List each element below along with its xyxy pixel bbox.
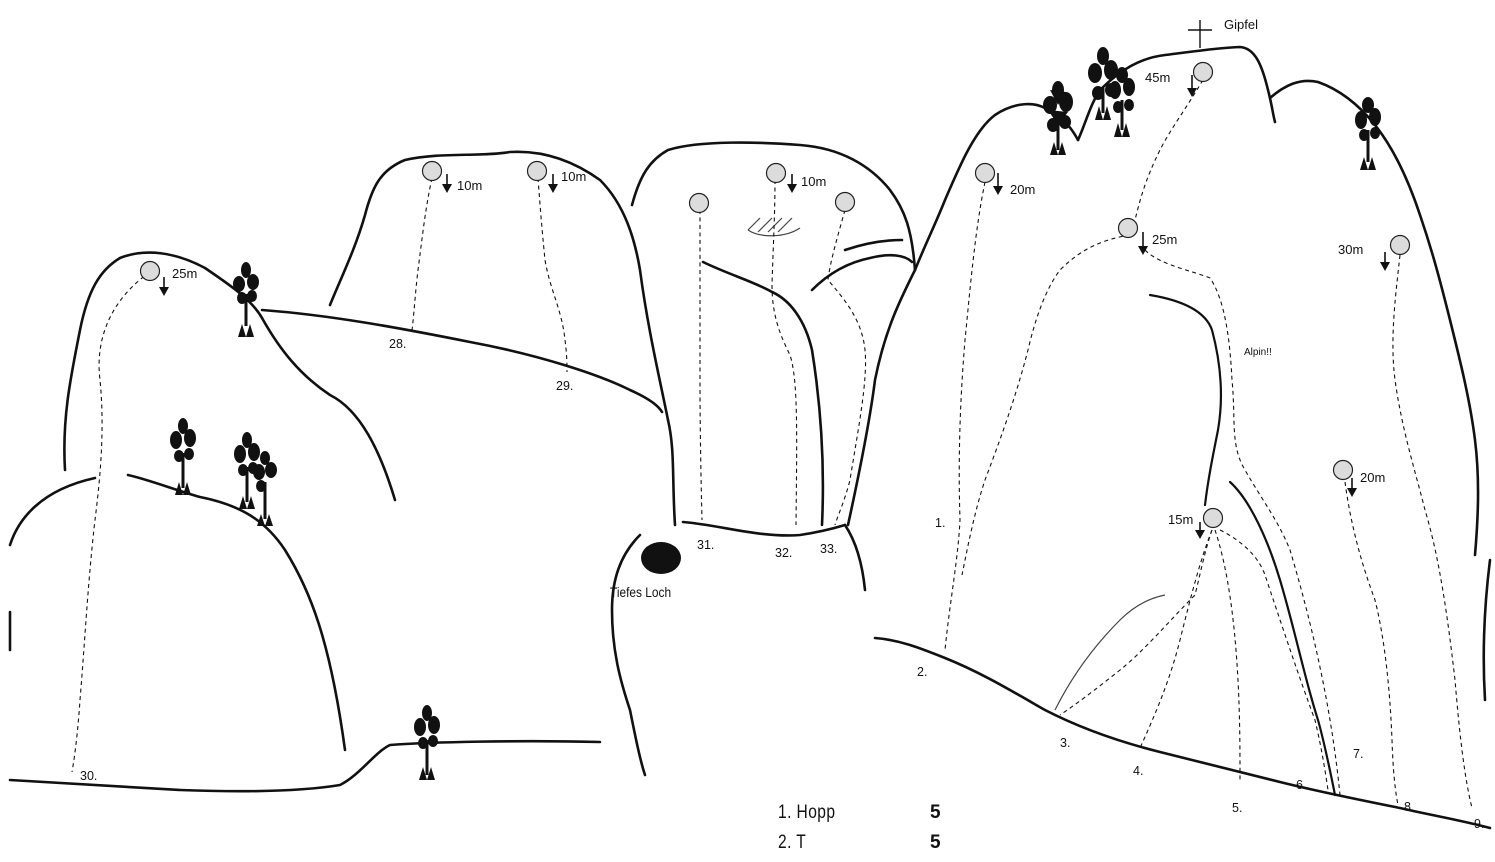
anchor-length-label: 30m [1338, 242, 1363, 257]
anchor-length-label: 10m [561, 169, 586, 184]
center-pillar-outline [610, 141, 917, 777]
legend-route-grade: 5 [930, 802, 941, 823]
alpine-label: Alpin!! [1244, 347, 1272, 358]
summit-cross-icon [1188, 20, 1212, 48]
tree-icon [1355, 97, 1381, 170]
tree-icon [234, 432, 260, 509]
route-number: 31. [697, 538, 714, 552]
route-number: 2. [917, 665, 927, 679]
tree-icons [170, 47, 1381, 780]
anchor-length-label: 20m [1360, 470, 1385, 485]
legend-row: 2. T 5 [778, 832, 1018, 862]
anchor-length-label: 45m [1145, 70, 1170, 85]
tree-icon [414, 705, 440, 780]
tree-icon [170, 418, 196, 495]
tree-icon [1043, 81, 1073, 155]
route-legend: 1. Hopp 5 2. T 5 [778, 802, 1018, 862]
route-number: 7. [1353, 747, 1363, 761]
tree-icon [253, 451, 277, 526]
anchor-markers [139, 61, 1411, 539]
hole-label: Tiefes Loch [610, 584, 672, 600]
climbing-topo-diagram: Gipfel Alpin!! 45m 20m 25m 30m 15m 20m 1… [8, 17, 1492, 831]
legend-route-name: 1. Hopp [778, 802, 836, 823]
summit-label: Gipfel [1224, 17, 1258, 32]
anchor-length-label: 15m [1168, 512, 1193, 527]
middle-left-rock-outline [260, 150, 670, 422]
route-number: 9. [1474, 817, 1484, 831]
route-lines [71, 79, 1473, 809]
anchor-length-label: 10m [801, 174, 826, 189]
route-number: 4. [1133, 764, 1143, 778]
route-number: 33. [820, 542, 837, 556]
legend-row: 1. Hopp 5 [778, 802, 1018, 832]
route-number: 8. [1404, 800, 1414, 814]
route-number: 6. [1296, 778, 1306, 792]
route-number: 1. [935, 516, 945, 530]
tree-icon [233, 262, 259, 337]
tree-icon [1109, 67, 1135, 137]
legend-route-name: 2. T [778, 832, 807, 853]
route-number: 32. [775, 546, 792, 560]
anchor-length-label: 10m [457, 178, 482, 193]
route-number: 3. [1060, 736, 1070, 750]
route-number: 28. [389, 337, 406, 351]
anchor-length-label: 25m [172, 266, 197, 281]
anchor-length-label: 20m [1010, 182, 1035, 197]
route-number: 30. [80, 769, 97, 783]
right-massif-outline [846, 45, 1492, 830]
deep-hole-marker [641, 542, 681, 574]
route-number: 29. [556, 379, 573, 393]
legend-route-grade: 5 [930, 832, 941, 853]
left-rock-outline [8, 251, 602, 793]
anchor-length-label: 25m [1152, 232, 1177, 247]
route-number: 5. [1232, 801, 1242, 815]
